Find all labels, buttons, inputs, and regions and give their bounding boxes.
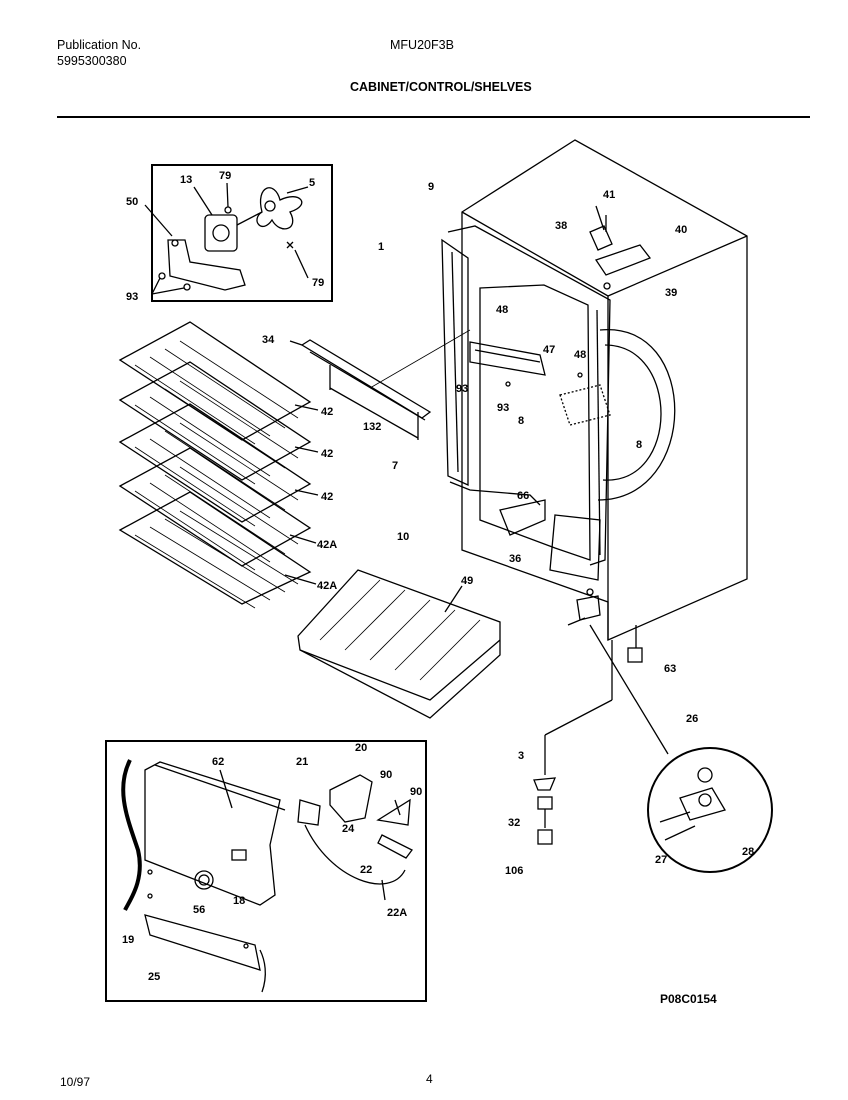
callout-3: 3 [518, 750, 524, 762]
callout-21: 21 [296, 756, 308, 768]
publication-label: Publication No. [57, 38, 142, 52]
callout-132: 132 [363, 421, 381, 433]
callout-42A-first: 42A [317, 539, 337, 551]
callout-49: 49 [461, 575, 473, 587]
callout-79-bottom: 79 [312, 277, 324, 289]
control-inset [105, 740, 427, 1002]
callout-19: 19 [122, 934, 134, 946]
drawing-code: P08C0154 [660, 992, 717, 1006]
callout-42A-second: 42A [317, 580, 337, 592]
callout-25: 25 [148, 971, 160, 983]
callout-42-first: 42 [321, 406, 333, 418]
callout-56: 56 [193, 904, 205, 916]
publication-number: 5995300380 [57, 54, 127, 68]
control-assembly [121, 759, 413, 993]
air-duct [300, 339, 432, 419]
top-hinge [589, 205, 652, 290]
callout-9: 9 [428, 181, 434, 193]
callout-24: 24 [342, 823, 355, 835]
callout-90-right: 90 [410, 786, 422, 798]
callout-8-inner: 8 [518, 415, 524, 427]
callout-42-third: 42 [321, 491, 333, 503]
callout-90-upper: 90 [380, 769, 392, 781]
callout-10: 10 [397, 531, 409, 543]
callout-40: 40 [675, 224, 687, 236]
callout-93-inset: 93 [126, 291, 138, 303]
callout-41: 41 [603, 189, 615, 201]
bottom-hinge-and-leveler [533, 588, 773, 873]
fan-motor-inset [151, 164, 333, 302]
callout-48-upper: 48 [496, 304, 508, 316]
callout-47: 47 [543, 344, 555, 356]
header-rule [57, 116, 810, 118]
callout-20: 20 [355, 742, 367, 754]
callout-34: 34 [262, 334, 275, 346]
callout-50: 50 [126, 196, 138, 208]
fan-motor-assembly [144, 182, 309, 295]
callout-48-lower: 48 [574, 349, 586, 361]
footer-date: 10/97 [60, 1075, 91, 1089]
callout-66: 66 [517, 490, 529, 502]
callout-42-second: 42 [321, 448, 333, 460]
wire-basket [297, 569, 501, 719]
callout-62: 62 [212, 756, 224, 768]
callout-93-right: 93 [497, 402, 509, 414]
callout-22: 22 [360, 864, 372, 876]
callout-26: 26 [686, 713, 698, 725]
callout-7: 7 [392, 460, 398, 472]
callout-5: 5 [309, 177, 315, 189]
section-title: CABINET/CONTROL/SHELVES [350, 80, 532, 94]
callout-13: 13 [180, 174, 192, 186]
page-number: 4 [426, 1072, 433, 1086]
callout-8-outer: 8 [636, 439, 642, 451]
wire-shelves [118, 321, 319, 609]
callout-63: 63 [664, 663, 676, 675]
callout-36: 36 [509, 553, 521, 565]
callout-79-top: 79 [219, 170, 231, 182]
callout-32: 32 [508, 817, 520, 829]
freezer-cabinet [461, 139, 748, 641]
callout-38: 38 [555, 220, 567, 232]
callout-1: 1 [378, 241, 384, 253]
callout-28: 28 [742, 846, 754, 858]
callout-22A: 22A [387, 907, 407, 919]
model-number: MFU20F3B [390, 38, 454, 52]
callout-106: 106 [505, 865, 523, 877]
callout-27: 27 [655, 854, 667, 866]
callout-93-left: 93 [456, 383, 468, 395]
door-gasket-breaker [441, 225, 611, 566]
callout-18: 18 [233, 895, 245, 907]
callout-39: 39 [665, 287, 677, 299]
